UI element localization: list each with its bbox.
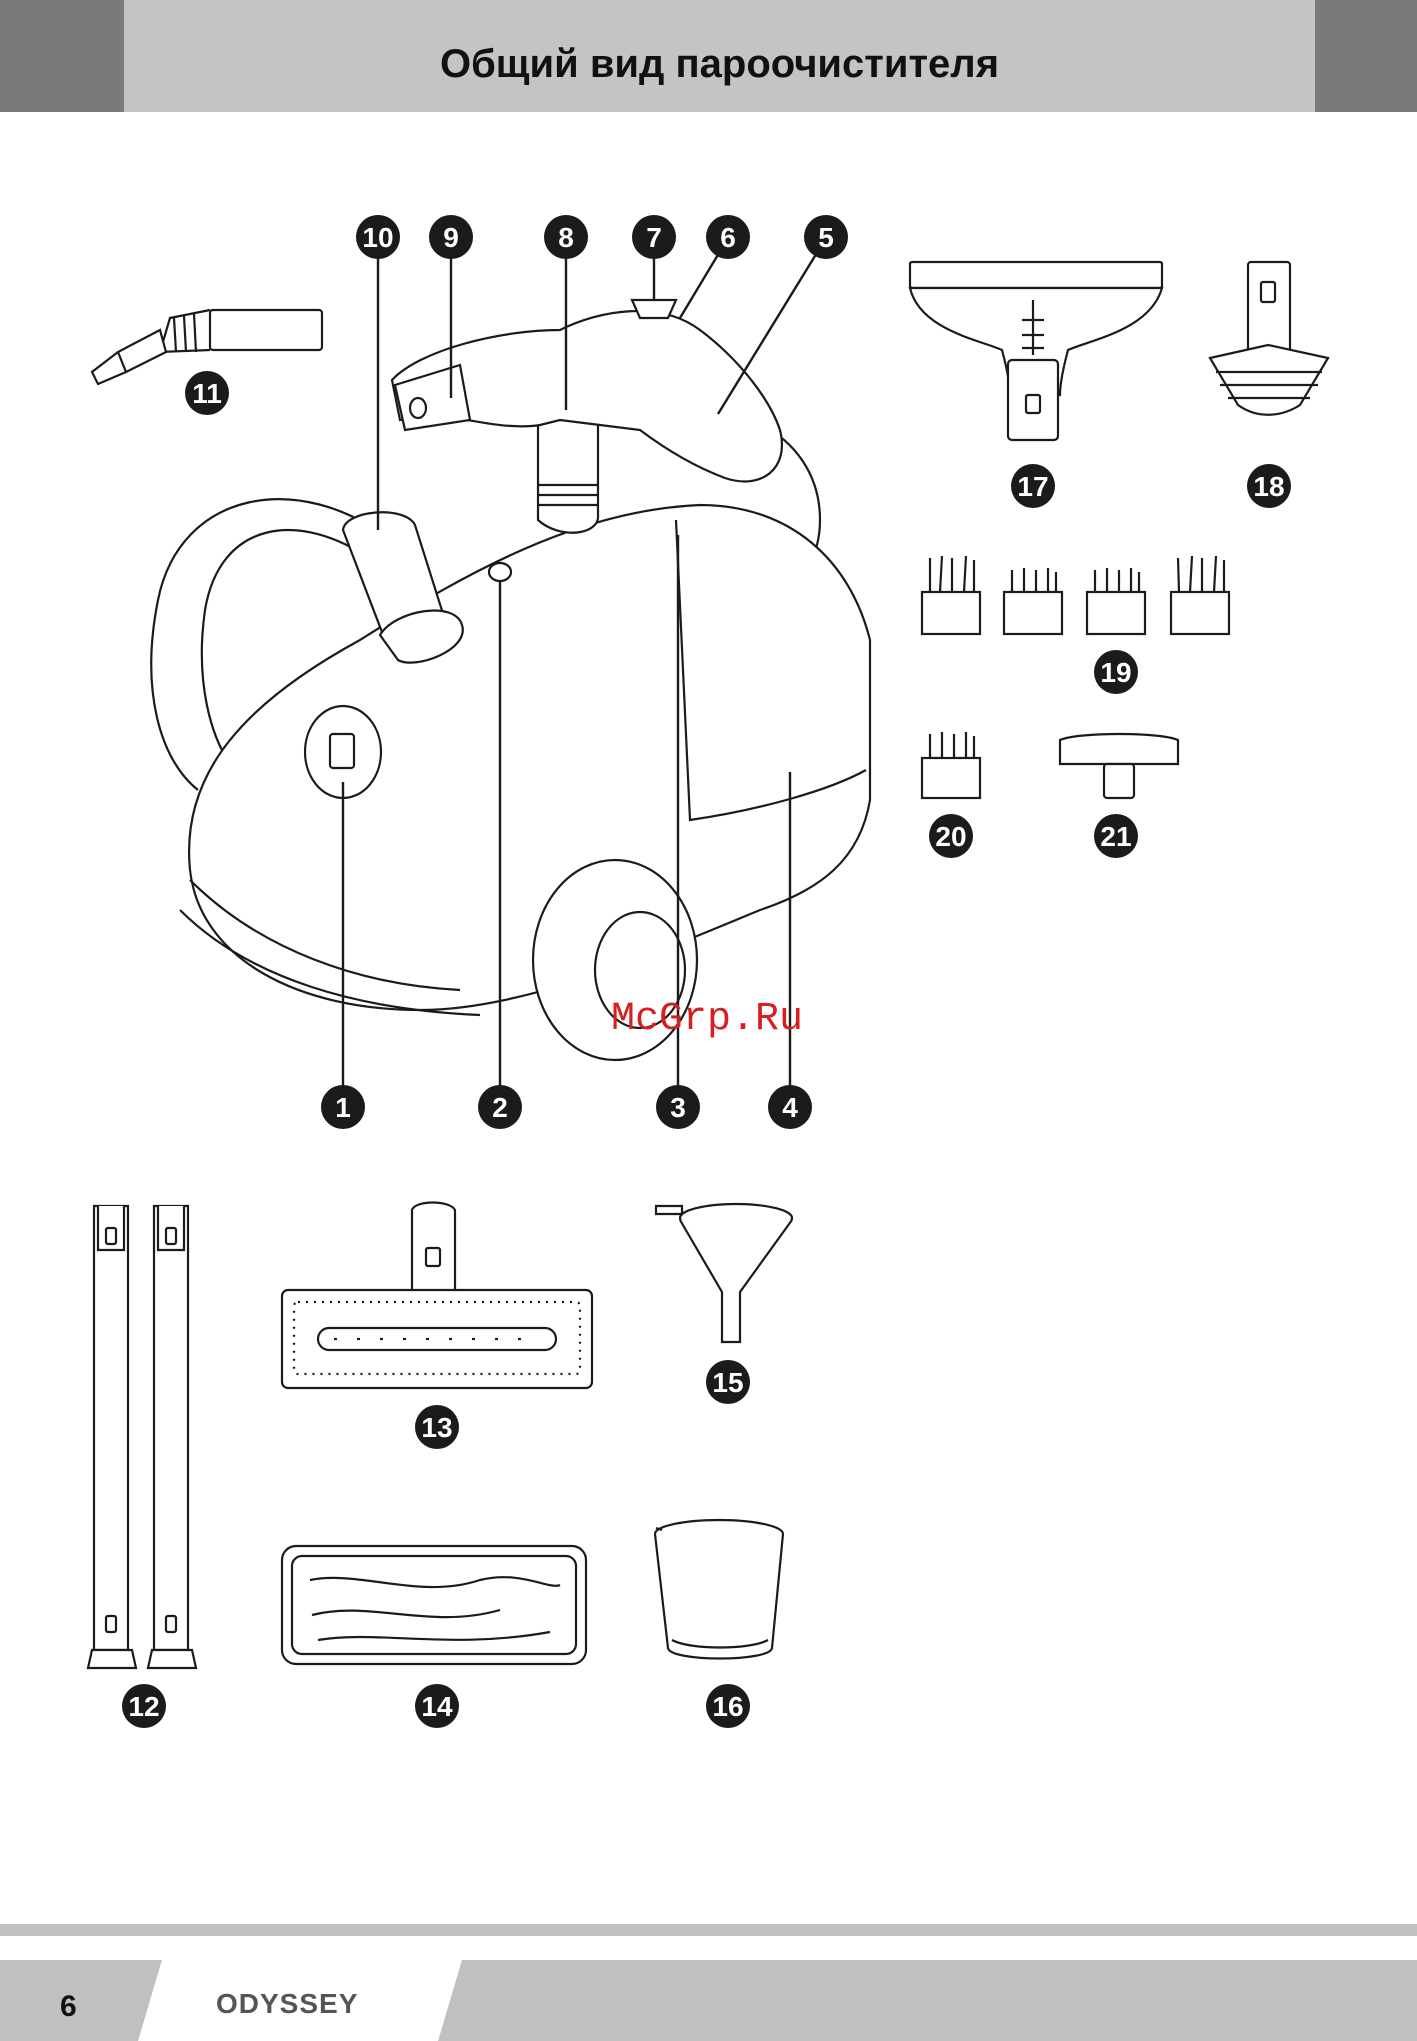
svg-text:17: 17 — [1017, 471, 1048, 502]
extension-tubes-illustration — [88, 1206, 196, 1668]
svg-text:20: 20 — [935, 821, 966, 852]
page-number: 6 — [60, 1990, 77, 2024]
badge-5: 5 — [804, 215, 848, 259]
badge-11: 11 — [185, 371, 229, 415]
svg-text:18: 18 — [1253, 471, 1284, 502]
badge-3: 3 — [656, 1085, 700, 1129]
badge-17: 17 — [1011, 464, 1055, 508]
badge-6: 6 — [706, 215, 750, 259]
brand-name: ODYSSEY — [216, 1988, 358, 2020]
svg-text:11: 11 — [192, 378, 222, 409]
window-squeegee-illustration — [910, 262, 1162, 440]
round-brushes-set-illustration — [922, 556, 1229, 634]
cap-illustration — [1060, 734, 1178, 798]
watermark: McGrp.Ru — [611, 997, 803, 1042]
svg-text:12: 12 — [128, 1691, 159, 1722]
badge-9: 9 — [429, 215, 473, 259]
badge-14: 14 — [415, 1684, 459, 1728]
badge-2: 2 — [478, 1085, 522, 1129]
svg-text:16: 16 — [712, 1691, 743, 1722]
badge-15: 15 — [706, 1360, 750, 1404]
svg-text:13: 13 — [421, 1412, 452, 1443]
svg-text:9: 9 — [443, 222, 459, 253]
badge-10: 10 — [356, 215, 400, 259]
svg-text:5: 5 — [818, 222, 834, 253]
svg-text:4: 4 — [782, 1092, 798, 1123]
badge-12: 12 — [122, 1684, 166, 1728]
badge-18: 18 — [1247, 464, 1291, 508]
svg-text:14: 14 — [421, 1691, 453, 1722]
badge-8: 8 — [544, 215, 588, 259]
badge-19: 19 — [1094, 650, 1138, 694]
svg-text:2: 2 — [492, 1092, 508, 1123]
svg-text:19: 19 — [1100, 657, 1131, 688]
badge-16: 16 — [706, 1684, 750, 1728]
brush-illustration — [922, 732, 980, 798]
badge-4: 4 — [768, 1085, 812, 1129]
svg-text:8: 8 — [558, 222, 574, 253]
badge-1: 1 — [321, 1085, 365, 1129]
funnel-illustration — [656, 1204, 792, 1342]
steam-cleaner-illustration — [151, 300, 870, 1060]
svg-text:7: 7 — [646, 222, 662, 253]
cloth-illustration — [282, 1546, 586, 1664]
footer-band — [0, 1924, 1417, 2041]
svg-text:6: 6 — [720, 222, 736, 253]
svg-text:21: 21 — [1100, 821, 1131, 852]
svg-text:10: 10 — [362, 222, 393, 253]
floor-nozzle-illustration — [282, 1203, 592, 1389]
badge-13: 13 — [415, 1405, 459, 1449]
svg-text:15: 15 — [712, 1367, 743, 1398]
badge-20: 20 — [929, 814, 973, 858]
badge-7: 7 — [632, 215, 676, 259]
svg-text:3: 3 — [670, 1092, 686, 1123]
triangular-brush-illustration — [1210, 262, 1328, 415]
svg-text:1: 1 — [335, 1092, 351, 1123]
measuring-cup-illustration — [655, 1520, 783, 1659]
badge-21: 21 — [1094, 814, 1138, 858]
